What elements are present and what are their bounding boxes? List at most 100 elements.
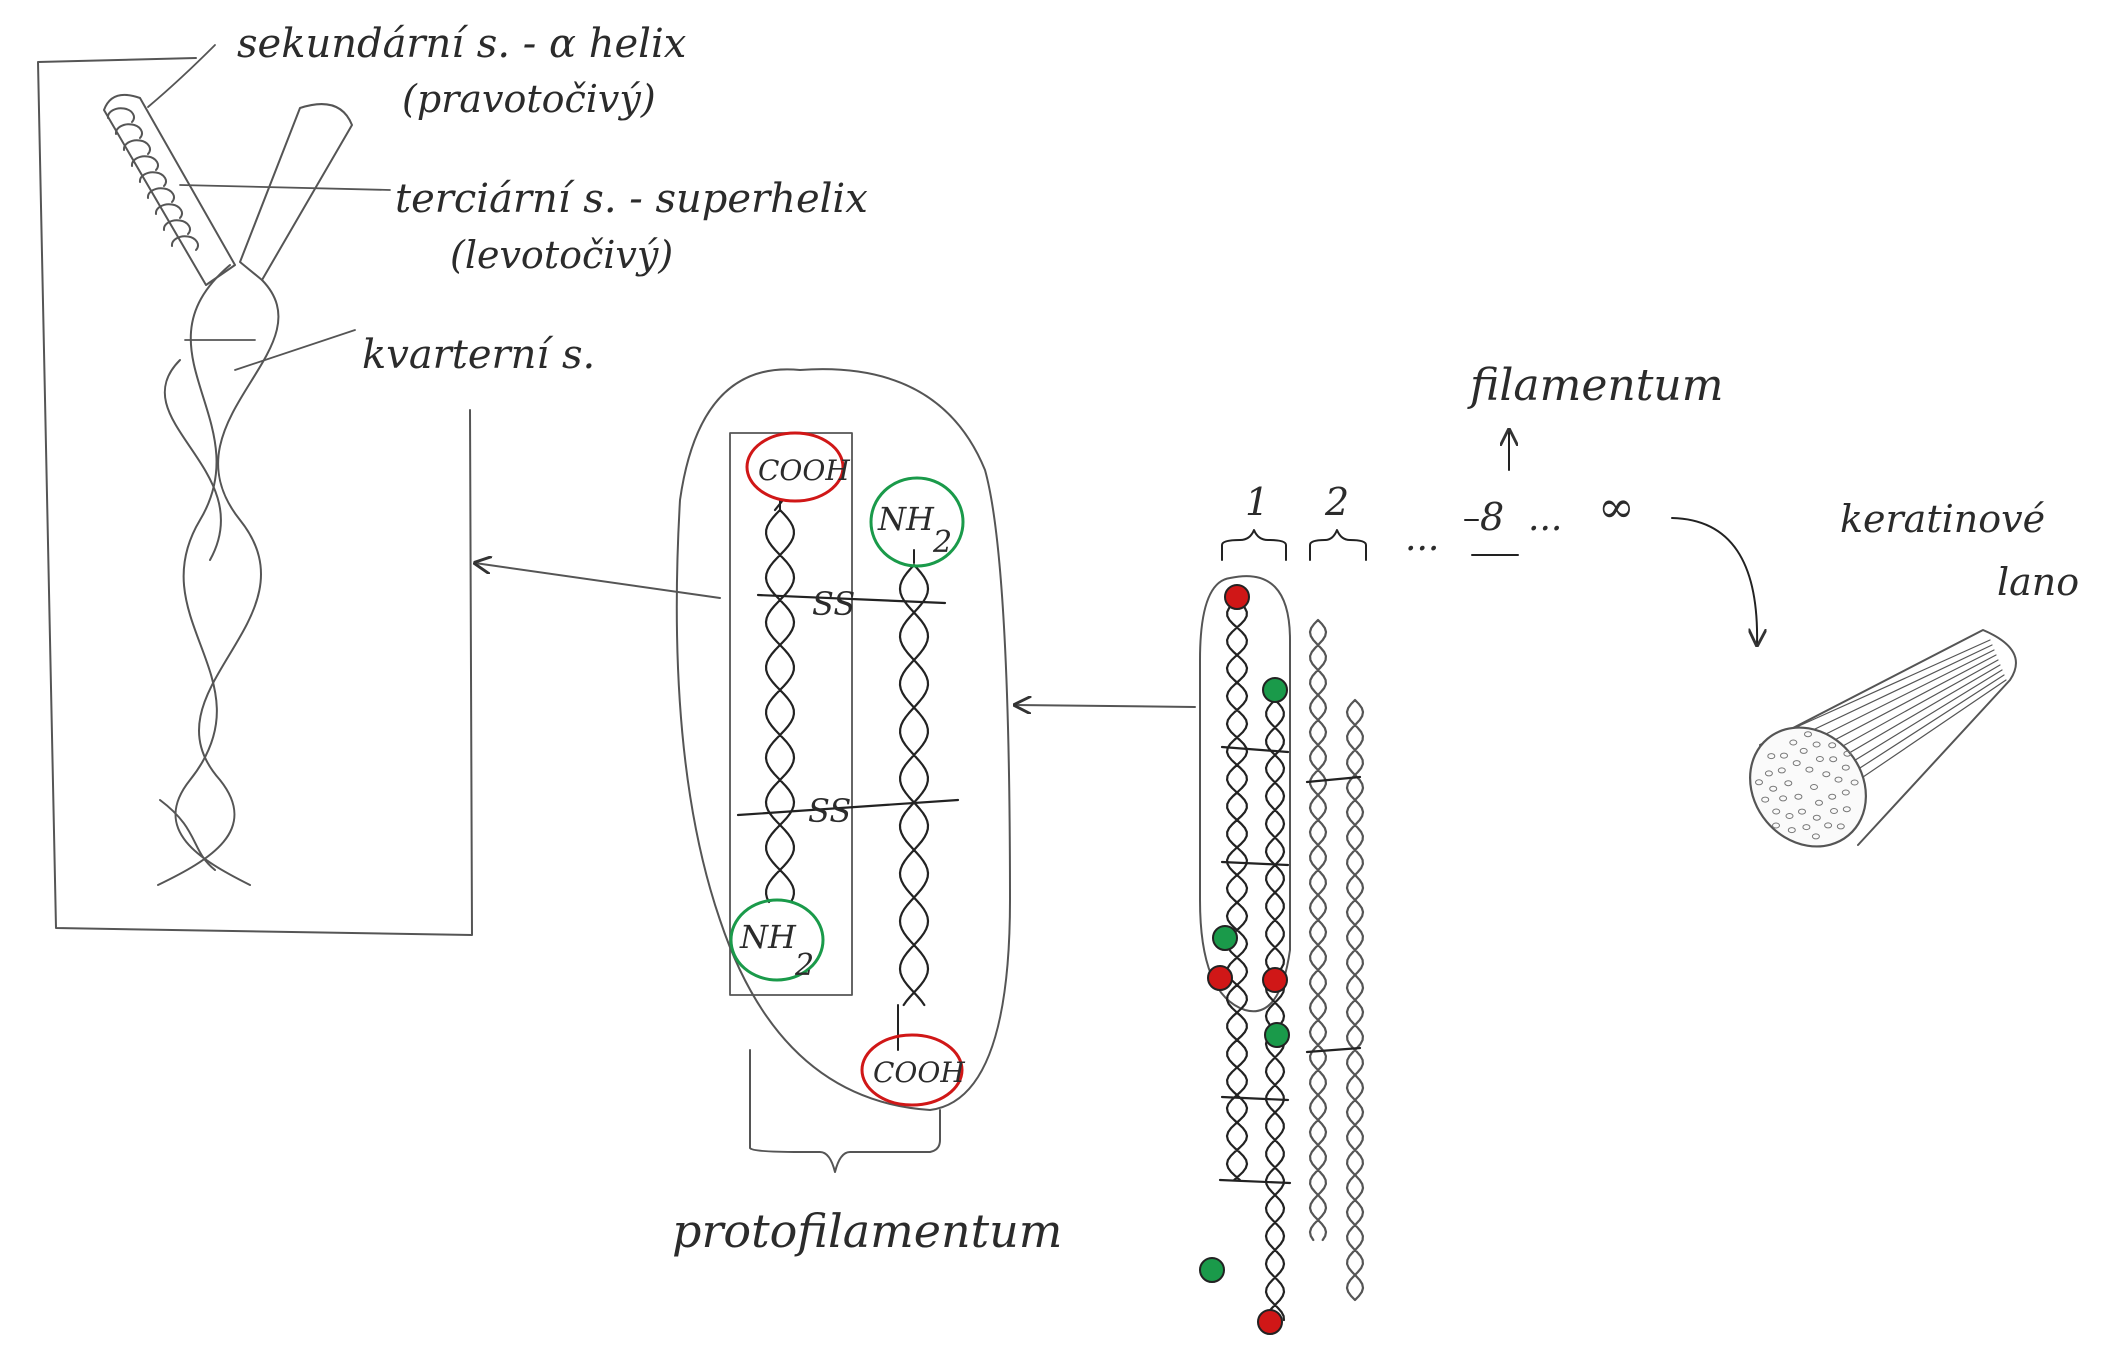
rope-fiber-cell (1804, 731, 1812, 738)
terminal-dot (1262, 677, 1288, 703)
rope-fiber-cell (1822, 771, 1831, 778)
rope-fiber-cell (1772, 808, 1781, 815)
rope-fiber-cell (1811, 833, 1820, 840)
label-dots-right: ... (1528, 498, 1562, 539)
rope-fiber-line (1807, 654, 1997, 755)
protofilament-chain-left (764, 498, 796, 904)
rope-fiber-cell (1836, 823, 1845, 830)
label-nh2-bottom-sub: 2 (794, 948, 814, 983)
rope-fiber-cell (1772, 822, 1780, 829)
rope-fiber-cell (1830, 808, 1838, 814)
brace-group-1 (1221, 529, 1287, 561)
rope-fiber-line (1795, 644, 1993, 739)
rope-fiber-cell (1792, 760, 1801, 767)
protofilament-chains-second (1308, 618, 1365, 1302)
protofilament-chains (1225, 598, 1286, 1322)
rope-fiber-line (1831, 674, 2005, 787)
protofilament-chain-right (898, 563, 930, 1007)
crosslink-bonds (1218, 745, 1362, 1185)
rope-fiber-cell (1779, 795, 1788, 802)
rope-fiber-cell (1784, 780, 1793, 787)
label-nh2-top: NH (877, 500, 935, 538)
label-tertiary-structure: terciární s. - superhelix (395, 176, 868, 222)
terminal-dot (1212, 925, 1238, 951)
terminal-dot (1207, 965, 1233, 991)
rope-fiber-cell (1842, 806, 1851, 813)
rope-fiber-line (1837, 679, 2007, 795)
superhelix-strand-a (174, 264, 251, 886)
rope-fiber-cell (1834, 776, 1843, 783)
rope-fiber-cell (1812, 741, 1821, 748)
rope-fiber-cell (1787, 827, 1796, 834)
rope-fiber-cell (1841, 789, 1850, 796)
left-panel: sekundární s. - α helix (pravotočivý) te… (37, 21, 868, 936)
rope-fiber-cell (1812, 814, 1821, 821)
label-tertiary-rotation: (levotočivý) (450, 233, 673, 277)
disulfide-bond-top (756, 593, 947, 605)
rope-fiber-cell (1794, 793, 1803, 800)
rope-fiber-cell (1843, 750, 1852, 757)
rope-fiber-cell (1828, 742, 1837, 749)
rope-fiber-cell (1815, 799, 1823, 806)
rope-cross-section-fibers (1755, 731, 1859, 840)
rope-fiber-cell (1824, 822, 1833, 829)
terminal-dot (1224, 584, 1250, 610)
label-cooh-bottom: COOH (873, 1056, 965, 1089)
rope-fiber-cell (1777, 767, 1786, 774)
arrow-to-protofilament (1015, 705, 1196, 707)
rope-cross-section (1749, 726, 1867, 848)
label-number-8: 8 (1480, 495, 1504, 539)
rope-fiber-cell (1810, 784, 1818, 790)
nh2-terminal-circle-bottom (729, 898, 825, 982)
label-infinity: ∞ (1598, 482, 1635, 533)
rope-fiber-cell (1789, 739, 1798, 746)
label-cooh-top: COOH (758, 454, 850, 487)
label-number-2: 2 (1324, 480, 1349, 524)
brace-group-2 (1309, 529, 1367, 561)
label-secondary-rotation: (pravotočivý) (402, 77, 656, 121)
rope-fiber-cell (1850, 779, 1859, 786)
rope-fiber-line (1813, 659, 1999, 763)
rope-fiber-cell (1805, 766, 1814, 773)
rope-fiber-cell (1764, 770, 1773, 777)
label-keratin-line-1: keratinové (1840, 497, 2045, 541)
nh2-terminal-circle-top (869, 476, 965, 568)
rope-fiber-cell (1799, 747, 1808, 754)
disulfide-bond-bottom (736, 798, 960, 817)
arrow-to-helix-panel (475, 563, 721, 599)
filament-bundle: 1 2 ... 8 ... ∞ filamentum (1199, 360, 1724, 1335)
protofilament-outline (675, 368, 1011, 1111)
label-ss-top: SS (812, 585, 855, 623)
label-quaternary-structure: kvarterní s. (362, 332, 595, 378)
label-ss-bottom: SS (808, 792, 851, 830)
rope-fiber-cell (1829, 756, 1838, 763)
label-nh2-top-sub: 2 (932, 525, 952, 560)
terminal-dot (1257, 1309, 1283, 1335)
cooh-terminal-circle-bottom (860, 1033, 964, 1107)
rope-fiber-cell (1761, 796, 1770, 803)
terminal-dot (1264, 1022, 1290, 1048)
label-secondary-structure: sekundární s. - α helix (237, 21, 686, 67)
rope-fiber-cell (1755, 779, 1763, 786)
dimer-selection-outline (1199, 575, 1291, 1013)
terminal-dot (1199, 1257, 1225, 1283)
arrow-to-keratin-rope (1671, 517, 1757, 645)
protofilament-panel: SS SS COOH NH 2 NH 2 COOH protofilamentu… (672, 368, 1062, 1258)
rope-fiber-cell (1767, 753, 1776, 760)
dimer-frame (729, 432, 853, 996)
rope-fiber-line (1789, 639, 1991, 731)
rope-fiber-cell (1802, 824, 1811, 831)
rope-fiber-cell (1828, 793, 1837, 800)
label-nh2-bottom: NH (739, 918, 797, 956)
rope-body (1759, 629, 2017, 846)
superhelix-strand-b (157, 279, 280, 886)
keratin-rope: keratinové lano (1671, 497, 2079, 848)
label-protofilamentum: protofilamentum (672, 1204, 1062, 1258)
terminal-markers (1199, 584, 1290, 1335)
label-keratin-line-2: lano (1997, 560, 2079, 604)
rope-fiber-cell (1798, 808, 1806, 815)
rope-fiber-cell (1815, 756, 1824, 762)
label-dots-left: ... (1405, 518, 1439, 559)
label-filamentum: filamentum (1467, 360, 1724, 411)
cooh-terminal-circle-top (745, 431, 845, 503)
